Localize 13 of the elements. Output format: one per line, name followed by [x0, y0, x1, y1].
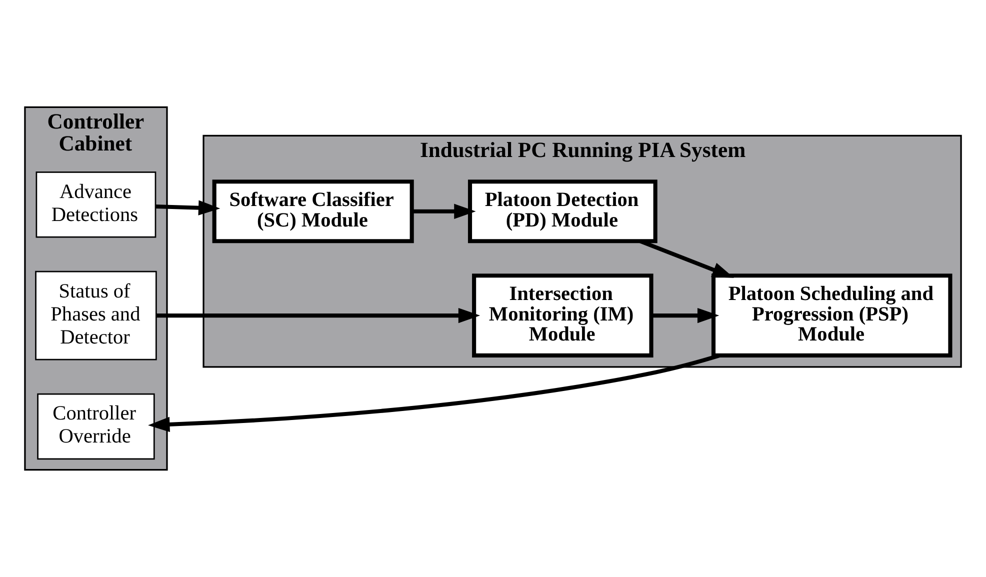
arrow: [651, 308, 720, 324]
arrow: [148, 354, 720, 432]
node-box: Controller Override: [37, 393, 155, 460]
arrow: [156, 308, 480, 324]
node-box: Status of Phases and Detector: [35, 270, 157, 360]
node-box: Software Classifier (SC) Module: [212, 180, 414, 244]
arrow: [412, 204, 476, 219]
node-box: Advance Detections: [36, 171, 156, 238]
node-box: Platoon Detection (PD) Module: [468, 180, 658, 244]
node-box: Platoon Scheduling and Progression (PSP) Module: [711, 274, 952, 358]
arrow: [156, 200, 220, 216]
node-box: Intersection Monitoring (IM) Module: [472, 274, 654, 358]
arrow: [640, 239, 734, 278]
